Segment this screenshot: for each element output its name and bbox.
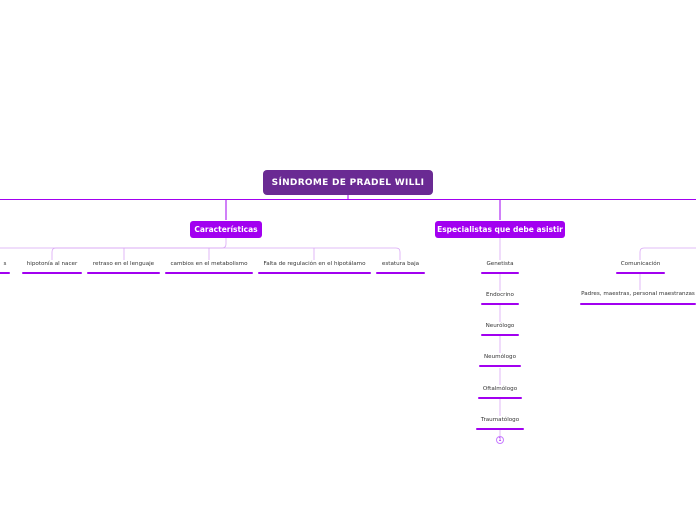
subtopic-label: Neumólogo bbox=[484, 354, 516, 360]
subtopic-oftalmologo[interactable]: Oftalmólogo bbox=[478, 385, 522, 399]
subtopic-underline bbox=[479, 364, 521, 367]
expand-collapse-button[interactable]: 1 bbox=[496, 436, 504, 444]
subtopic-underline bbox=[481, 271, 519, 274]
subtopic-metabolismo[interactable]: cambios en el metabolismo bbox=[165, 260, 253, 274]
subtopic-underline bbox=[376, 271, 425, 274]
subtopic-label: Falta de regulación en el hipotálamo bbox=[263, 261, 366, 267]
subtopic-label: Oftalmólogo bbox=[482, 386, 518, 392]
root-topic-label: SÍNDROME DE PRADEL WILLI bbox=[271, 177, 425, 188]
subtopic-underline bbox=[87, 271, 160, 274]
topic-caracteristicas[interactable]: Características bbox=[190, 221, 262, 238]
subtopic-comunicacion[interactable]: Comunicación bbox=[616, 260, 665, 274]
subtopic-label: Neurólogo bbox=[485, 323, 515, 329]
subtopic-genetista[interactable]: Genetista bbox=[481, 260, 519, 274]
root-topic[interactable]: SÍNDROME DE PRADEL WILLI bbox=[263, 170, 433, 195]
subtopic-label: Traumatólogo bbox=[480, 417, 520, 423]
subtopic-retraso-lenguaje[interactable]: retraso en el lenguaje bbox=[87, 260, 160, 274]
subtopic-estatura-baja[interactable]: estatura baja bbox=[376, 260, 425, 274]
subtopic-label: Genetista bbox=[486, 261, 514, 267]
subtopic-label: Endocrino bbox=[486, 292, 514, 298]
subtopic-underline bbox=[0, 271, 10, 274]
subtopic-hipotonia[interactable]: hipotonía al nacer bbox=[22, 260, 82, 274]
subtopic-underline bbox=[481, 302, 519, 305]
subtopic-underline bbox=[258, 271, 371, 274]
subtopic-underline bbox=[165, 271, 253, 274]
subtopic-underline bbox=[616, 271, 665, 274]
topic-caracteristicas-label: Características bbox=[194, 225, 258, 234]
subtopic-traumatologo[interactable]: Traumatólogo bbox=[476, 416, 524, 430]
subtopic-label: retraso en el lenguaje bbox=[92, 261, 155, 267]
subtopic-underline bbox=[478, 396, 522, 399]
subtopic-label: Comunicación bbox=[620, 261, 661, 267]
subtopic-neumologo[interactable]: Neumólogo bbox=[479, 353, 521, 367]
subtopic-label: cambios en el metabolismo bbox=[170, 261, 248, 267]
subtopic-underline bbox=[476, 427, 524, 430]
topic-especialistas[interactable]: Especialistas que debe asistir bbox=[435, 221, 565, 238]
subtopic-label: hipotonía al nacer bbox=[26, 261, 78, 267]
collapsed-count: 1 bbox=[498, 437, 502, 443]
subtopic-underline bbox=[580, 302, 696, 305]
subtopic-characteristic-partial[interactable]: s bbox=[0, 260, 10, 274]
subtopic-underline bbox=[481, 333, 519, 336]
subtopic-label: estatura baja bbox=[381, 261, 420, 267]
subtopic-underline bbox=[22, 271, 82, 274]
subtopic-padres-maestras[interactable]: Padres, maestras, personal maestranzas bbox=[580, 290, 696, 305]
subtopic-label: Padres, maestras, personal maestranzas bbox=[581, 291, 695, 297]
subtopic-endocrino[interactable]: Endocrino bbox=[481, 291, 519, 305]
subtopic-neurologo[interactable]: Neurólogo bbox=[481, 322, 519, 336]
subtopic-label: s bbox=[3, 261, 7, 267]
subtopic-hipotalamo[interactable]: Falta de regulación en el hipotálamo bbox=[258, 260, 371, 274]
topic-especialistas-label: Especialistas que debe asistir bbox=[437, 225, 563, 234]
